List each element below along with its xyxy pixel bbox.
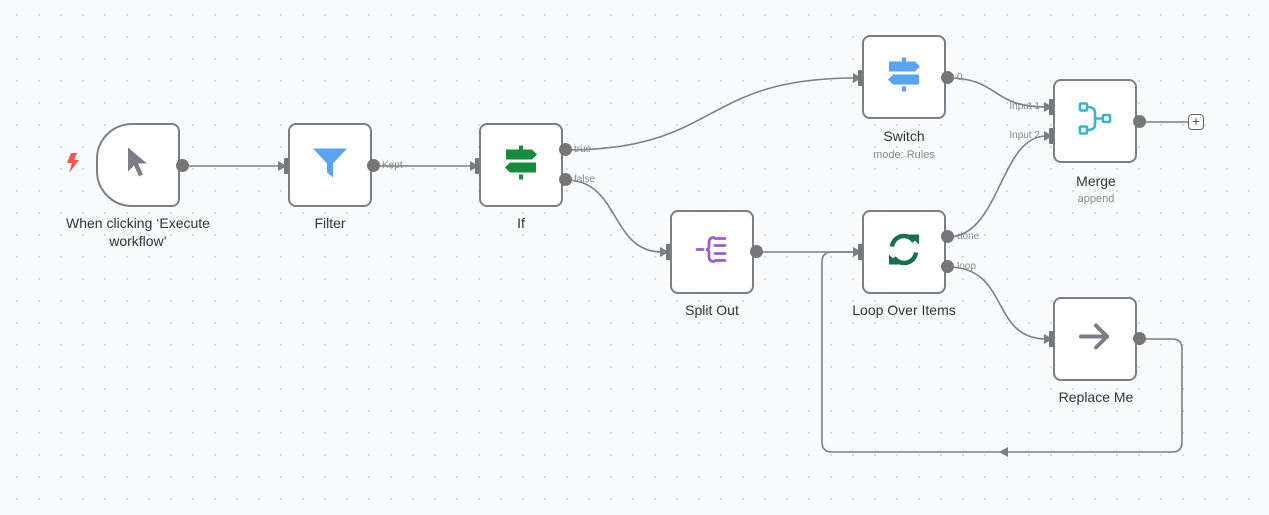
node-label: If — [517, 215, 525, 231]
node-label: Split Out — [685, 302, 739, 318]
arrowhead — [1044, 131, 1053, 141]
node-loop-over-items[interactable] — [862, 210, 946, 294]
arrowhead — [853, 73, 862, 83]
node-if[interactable] — [479, 123, 563, 207]
arrowhead — [278, 161, 287, 171]
merge-icon — [1077, 101, 1113, 142]
arrowhead — [470, 161, 479, 171]
port-label-0: 0 — [957, 72, 963, 83]
output-handle-loop[interactable] — [941, 260, 954, 273]
node-subtitle: append — [1077, 193, 1115, 205]
output-handle-done[interactable] — [941, 230, 954, 243]
input-handle[interactable] — [1049, 331, 1055, 347]
port-label-true: true — [574, 144, 592, 155]
node-replace-me[interactable] — [1053, 297, 1137, 381]
input-handle-1[interactable] — [1049, 99, 1055, 115]
input-handle[interactable] — [858, 70, 864, 86]
signpost-icon — [503, 145, 539, 186]
arrowhead — [1044, 334, 1053, 344]
node-split-out[interactable] — [670, 210, 754, 294]
node-filter[interactable] — [288, 123, 372, 207]
output-handle[interactable] — [367, 159, 380, 172]
edge-if-splitout — [565, 179, 663, 253]
node-label: Replace Me — [1058, 389, 1134, 405]
port-label-done: done — [957, 231, 980, 242]
lightning-bolt-icon — [66, 153, 80, 178]
port-label-loop: loop — [957, 261, 976, 272]
edge-loop-replace — [947, 266, 1047, 340]
node-label: Loop Over Items — [852, 302, 956, 318]
edge-if-switch — [565, 77, 856, 151]
add-node-button[interactable]: + — [1188, 114, 1204, 130]
node-label: When clicking ‘Execute workflow’ — [66, 215, 210, 249]
output-handle[interactable] — [750, 245, 763, 258]
output-handle-true[interactable] — [559, 143, 572, 156]
edge-loop-merge — [947, 135, 1047, 238]
output-handle[interactable] — [176, 159, 189, 172]
port-label-input-2: Input 2 — [1009, 130, 1040, 141]
cursor-icon — [125, 146, 151, 185]
sync-arrows-icon — [885, 231, 923, 274]
node-label: Switch — [883, 128, 925, 144]
arrow-right-icon — [1078, 322, 1112, 357]
output-handle-0[interactable] — [941, 71, 954, 84]
node-merge[interactable] — [1053, 79, 1137, 163]
split-out-icon — [694, 235, 730, 270]
edge-switch-merge — [947, 77, 1047, 108]
node-label: Merge — [1076, 173, 1116, 189]
input-handle-2[interactable] — [1049, 128, 1055, 144]
arrowhead — [1044, 102, 1053, 112]
arrowhead — [660, 247, 669, 257]
port-label-false: false — [574, 174, 596, 185]
node-switch[interactable] — [862, 35, 946, 119]
signpost-icon — [886, 57, 922, 98]
input-handle[interactable] — [858, 244, 864, 260]
output-handle[interactable] — [1133, 115, 1146, 128]
node-label: Filter — [314, 215, 346, 231]
output-handle[interactable] — [1133, 332, 1146, 345]
input-handle[interactable] — [284, 158, 290, 174]
output-handle-false[interactable] — [559, 173, 572, 186]
port-label-kept: Kept — [382, 160, 403, 171]
input-handle[interactable] — [475, 158, 481, 174]
port-label-input-1: Input 1 — [1009, 101, 1040, 112]
arrowhead — [999, 447, 1008, 457]
node-manual-trigger[interactable] — [96, 123, 180, 207]
input-handle[interactable] — [666, 244, 672, 260]
arrowhead — [853, 247, 862, 257]
funnel-icon — [312, 145, 348, 186]
node-subtitle: mode: Rules — [873, 149, 935, 161]
